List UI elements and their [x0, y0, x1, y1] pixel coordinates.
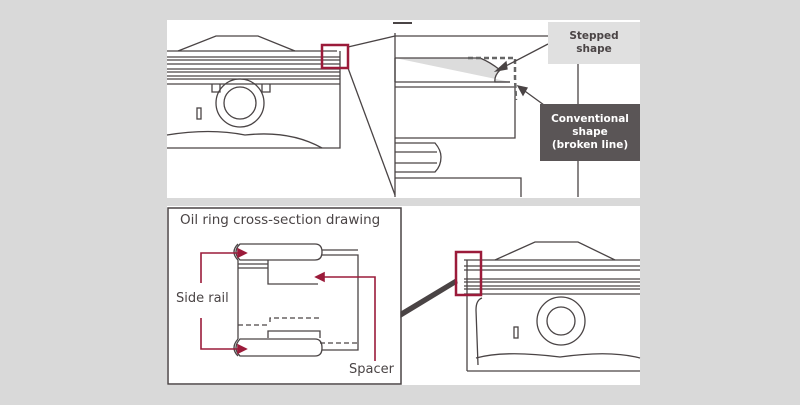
piston-pin-inner	[223, 86, 257, 120]
oil-ring-cross-section	[233, 243, 359, 357]
conventional-shape-text: Conventional shape (broken line)	[551, 113, 629, 151]
stepped-arrowhead	[493, 60, 508, 73]
spacer-label: Spacer	[349, 362, 394, 377]
conventional-broken-line	[468, 56, 518, 101]
side-rail-arrow-up	[200, 252, 240, 283]
piston-crown	[177, 35, 296, 52]
piston-top-left	[166, 35, 341, 149]
conventional-arrowhead	[516, 85, 529, 97]
piston-pin-outer	[215, 78, 265, 128]
conventional-shape-label: Conventional shape (broken line)	[540, 104, 640, 161]
spacer-arrow	[322, 276, 376, 361]
piston-bottom-right	[464, 241, 641, 372]
side-rail-upper	[235, 243, 323, 261]
side-rail-lower	[235, 338, 323, 357]
stepped-shape-text: Stepped shape	[569, 30, 619, 55]
stepped-arrow-line	[499, 43, 549, 70]
highlight-box-oil-ring	[454, 250, 483, 297]
highlight-box-compression-ring	[320, 43, 350, 70]
inset-title: Oil ring cross-section drawing	[180, 212, 381, 228]
piston-slot	[196, 107, 202, 120]
detail-cross-section	[394, 33, 579, 197]
oil-ring-inset-frame	[167, 207, 402, 385]
stepped-shape-label: Stepped shape	[548, 22, 640, 64]
zoom-leader-top	[347, 35, 396, 48]
zoom-leader-bottom	[347, 67, 396, 196]
side-rail-arrow-down	[200, 318, 240, 350]
inset-leader	[400, 277, 458, 319]
side-rail-label: Side rail	[176, 291, 229, 306]
bottom-panel-oil-ring	[167, 206, 640, 385]
callout-arrows-red	[200, 247, 376, 361]
